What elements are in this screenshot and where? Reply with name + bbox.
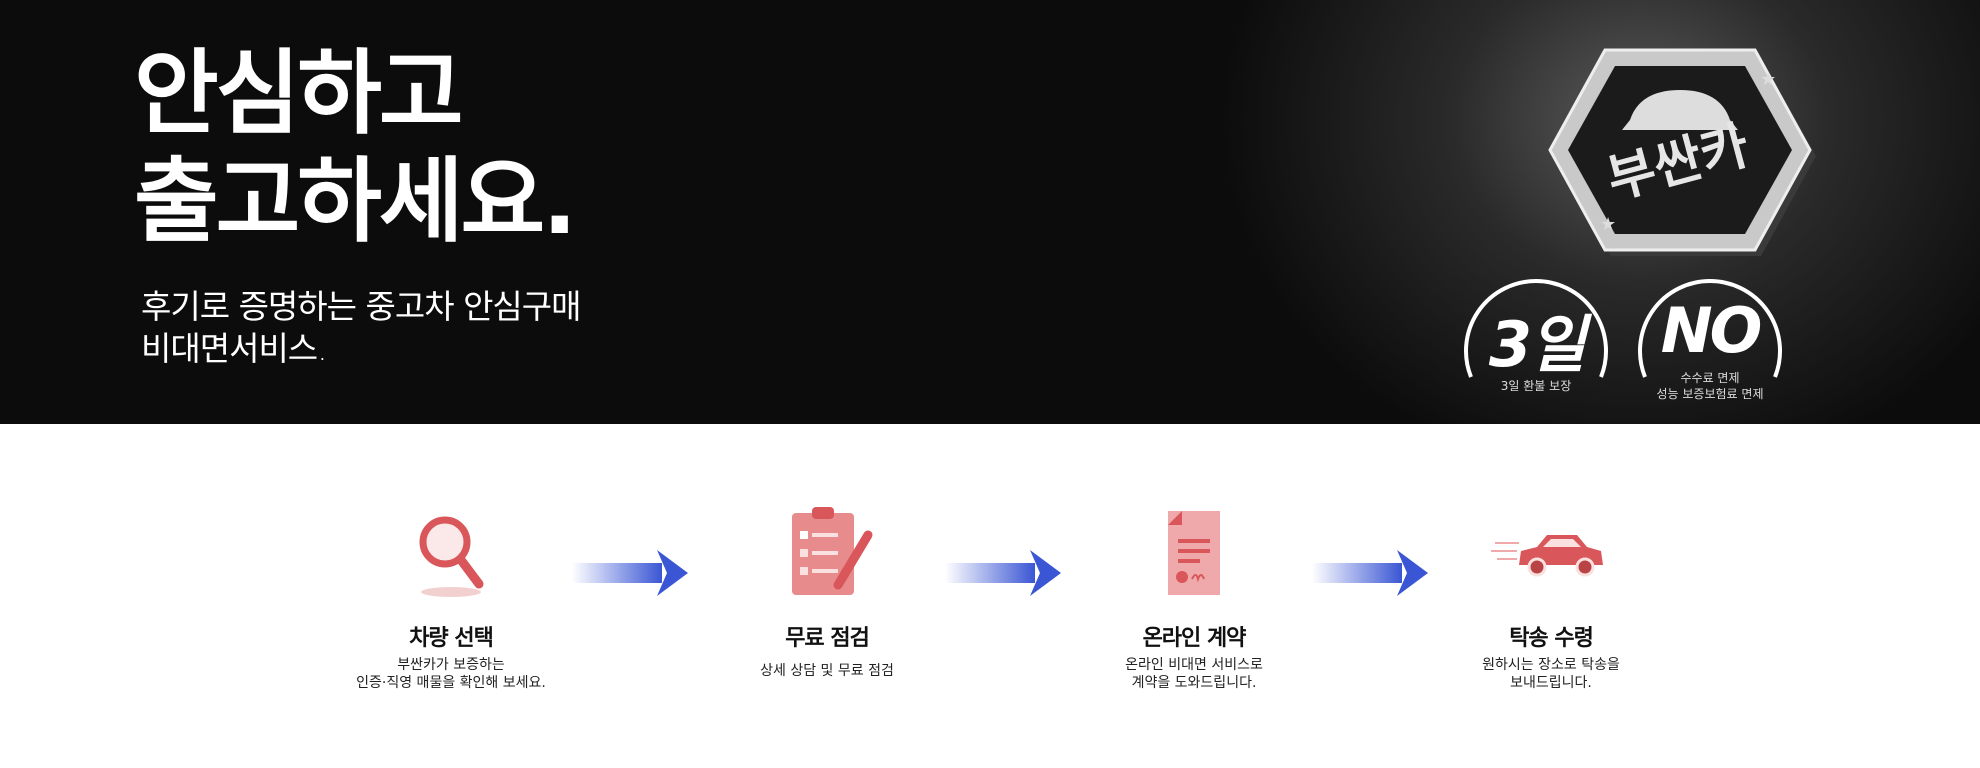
- svg-text:★: ★: [1600, 214, 1616, 235]
- step-desc-1: 원하시는 장소로 탁송을: [1482, 657, 1620, 673]
- badge-caption-2: 성능 보증보험료 면제: [1656, 387, 1764, 401]
- car-icon: [1491, 535, 1603, 577]
- badge-big-text: 3일: [1488, 308, 1586, 381]
- magnifier-icon: [419, 516, 484, 597]
- step-title: 온라인 계약: [1142, 626, 1247, 651]
- clipboard-icon: [792, 507, 873, 595]
- refund-badge: 3일 3일 환불 보장: [1461, 272, 1611, 412]
- step-title: 무료 점검: [785, 626, 870, 651]
- arrow-right-icon: [945, 550, 1061, 596]
- hero-title-line2: 출고하세요.: [134, 148, 577, 255]
- step-title: 차량 선택: [409, 626, 494, 651]
- hero-subtitle: 후기로 증명하는 중고차 안심구매 비대면서비스.: [141, 286, 582, 370]
- arrow-right-icon: [572, 550, 688, 596]
- step-free-inspection: 무료 점검 상세 상담 및 무료 점검: [697, 500, 957, 680]
- hero-title: 안심하고 출고하세요.: [134, 40, 577, 256]
- badge-arc: [1638, 279, 1782, 378]
- svg-text:★: ★: [1760, 69, 1776, 90]
- step-desc-1: 부싼카가 보증하는: [397, 657, 505, 673]
- arrow-right-icon: [1312, 550, 1428, 596]
- step-delivery: 탁송 수령 원하시는 장소로 탁송을 보내드립니다.: [1421, 500, 1681, 692]
- hero-subtitle-line2: 비대면서비스.: [141, 329, 328, 368]
- step-title: 탁송 수령: [1509, 626, 1594, 651]
- contract-icon: [1168, 511, 1220, 595]
- hero-subtitle-line1: 후기로 증명하는 중고차 안심구매: [141, 287, 582, 326]
- hero-banner: 안심하고 출고하세요. 후기로 증명하는 중고차 안심구매 비대면서비스. 부싼…: [0, 0, 1980, 424]
- step-desc-2: 인증·직영 매물을 확인해 보세요.: [356, 675, 546, 691]
- badge-caption-1: 수수료 면제: [1680, 371, 1740, 385]
- step-desc-1: 상세 상담 및 무료 점검: [760, 663, 894, 679]
- step-vehicle-select: 차량 선택 부싼카가 보증하는 인증·직영 매물을 확인해 보세요.: [321, 500, 581, 692]
- badge-big-text: NO: [1660, 294, 1763, 367]
- step-desc-1: 온라인 비대면 서비스로: [1125, 657, 1263, 673]
- badge-arc: [1464, 279, 1608, 378]
- hero-title-line1: 안심하고: [134, 40, 464, 147]
- step-desc-2: 계약을 도와드립니다.: [1131, 675, 1257, 691]
- step-desc-2: 보내드립니다.: [1510, 675, 1592, 691]
- step-online-contract: 온라인 계약 온라인 비대면 서비스로 계약을 도와드립니다.: [1064, 500, 1324, 692]
- badge-caption: 3일 환불 보장: [1500, 379, 1572, 393]
- busanca-logo: 부싼카 ★ ★: [1548, 48, 1816, 256]
